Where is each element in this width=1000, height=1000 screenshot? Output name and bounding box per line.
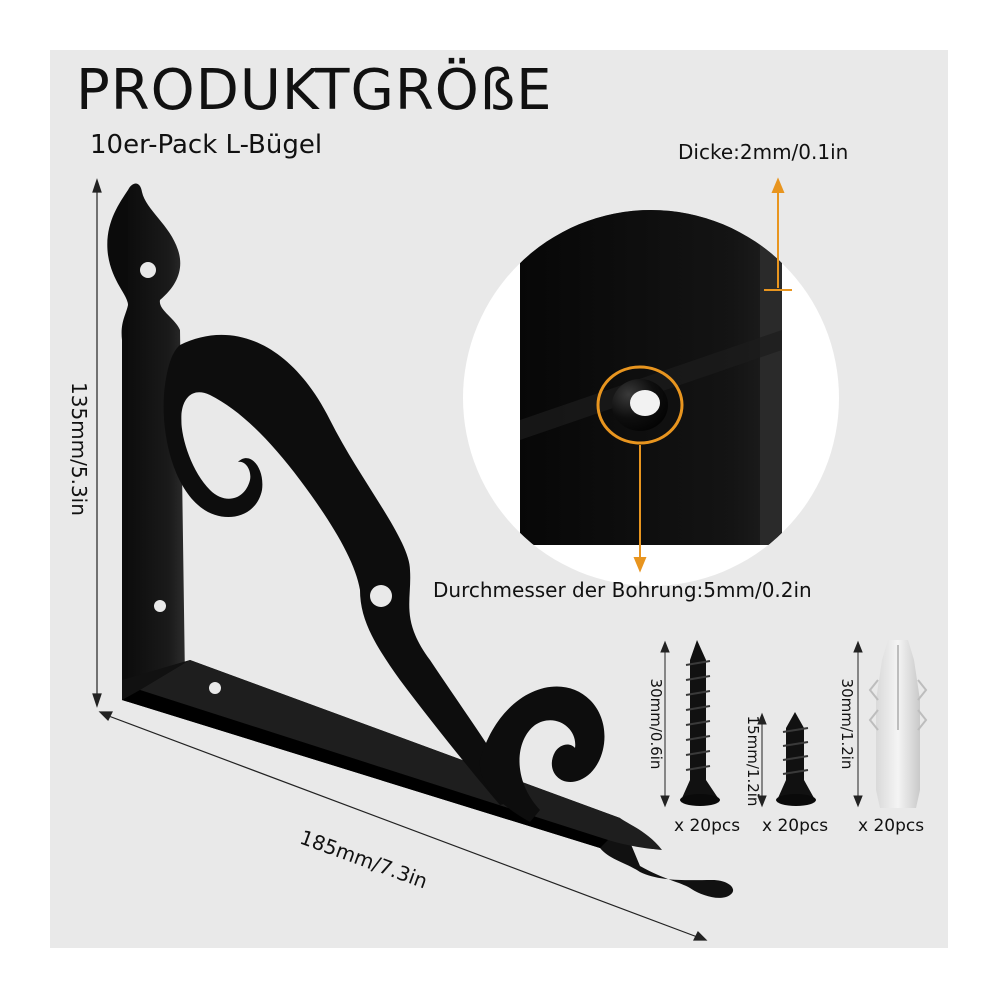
middle-mount-hole [154, 600, 166, 612]
brace-hole [370, 585, 392, 607]
accessory-size-label: 15mm/1.2in [744, 715, 762, 807]
closeup-circle [463, 177, 839, 586]
hole-diameter-label: Durchmesser der Bohrung:5mm/0.2in [433, 578, 812, 602]
lower-curl [479, 686, 605, 822]
top-mount-hole [140, 262, 156, 278]
bottom-mount-hole-1 [209, 682, 221, 694]
length-dimension-line [98, 711, 708, 941]
screw-long [660, 640, 720, 808]
thickness-label: Dicke:2mm/0.1in [678, 140, 849, 164]
height-label: 135mm/5.3in [67, 382, 91, 516]
l-bracket [104, 183, 734, 898]
scroll-brace [163, 334, 521, 805]
thickness-arrow [764, 177, 792, 291]
accessory-size-label: 30mm/0.6in [647, 678, 665, 770]
accessory-count-label: x 20pcs [674, 816, 741, 836]
height-dimension-line [92, 178, 102, 708]
hole-diameter-arrow [633, 445, 647, 573]
page-subtitle: 10er-Pack L-Bügel [90, 130, 323, 160]
accessory-size-label: 30mm/1.2in [838, 678, 856, 770]
accessory-count-label: x 20pcs [858, 816, 925, 836]
bracket-vertical-arm [104, 183, 185, 690]
accessory-count-label: x 20pcs [762, 816, 829, 836]
bottom-mount-hole-2 [645, 849, 659, 863]
hole-highlight-ring [596, 365, 684, 445]
page-title: PRODUKTGRÖßE [76, 58, 553, 123]
wall-plug [853, 640, 928, 808]
screw-short [757, 712, 816, 808]
